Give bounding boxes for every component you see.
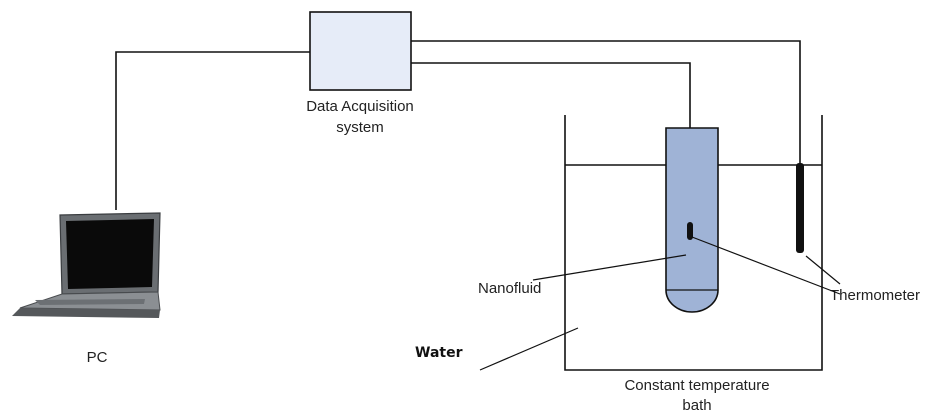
bath-label-line1: Constant temperature bbox=[624, 377, 769, 394]
water-label: Water bbox=[415, 345, 463, 361]
thermometer-leader-rod bbox=[805, 255, 841, 285]
pc-label: PC bbox=[87, 349, 108, 366]
daq-label-line2: system bbox=[336, 119, 384, 136]
nanofluid-leader-line bbox=[532, 254, 687, 281]
bath-label-line2: bath bbox=[682, 397, 711, 414]
thermometer bbox=[796, 163, 804, 253]
thermometer-wire bbox=[411, 40, 801, 165]
test-tube bbox=[665, 127, 719, 313]
nanofluid-probe-wire bbox=[411, 62, 691, 225]
data-acquisition-box bbox=[309, 11, 412, 91]
bath-container bbox=[564, 115, 823, 371]
nanofluid-label: Nanofluid bbox=[478, 280, 541, 297]
nanofluid-probe bbox=[687, 222, 693, 240]
thermometer-label: Thermometer bbox=[830, 287, 920, 304]
thermometer-leader-probe bbox=[691, 236, 841, 295]
pc-wire bbox=[115, 51, 310, 210]
daq-label-line1: Data Acquisition bbox=[306, 98, 414, 115]
laptop-pc-icon bbox=[12, 212, 161, 318]
water-leader-line bbox=[479, 327, 579, 371]
